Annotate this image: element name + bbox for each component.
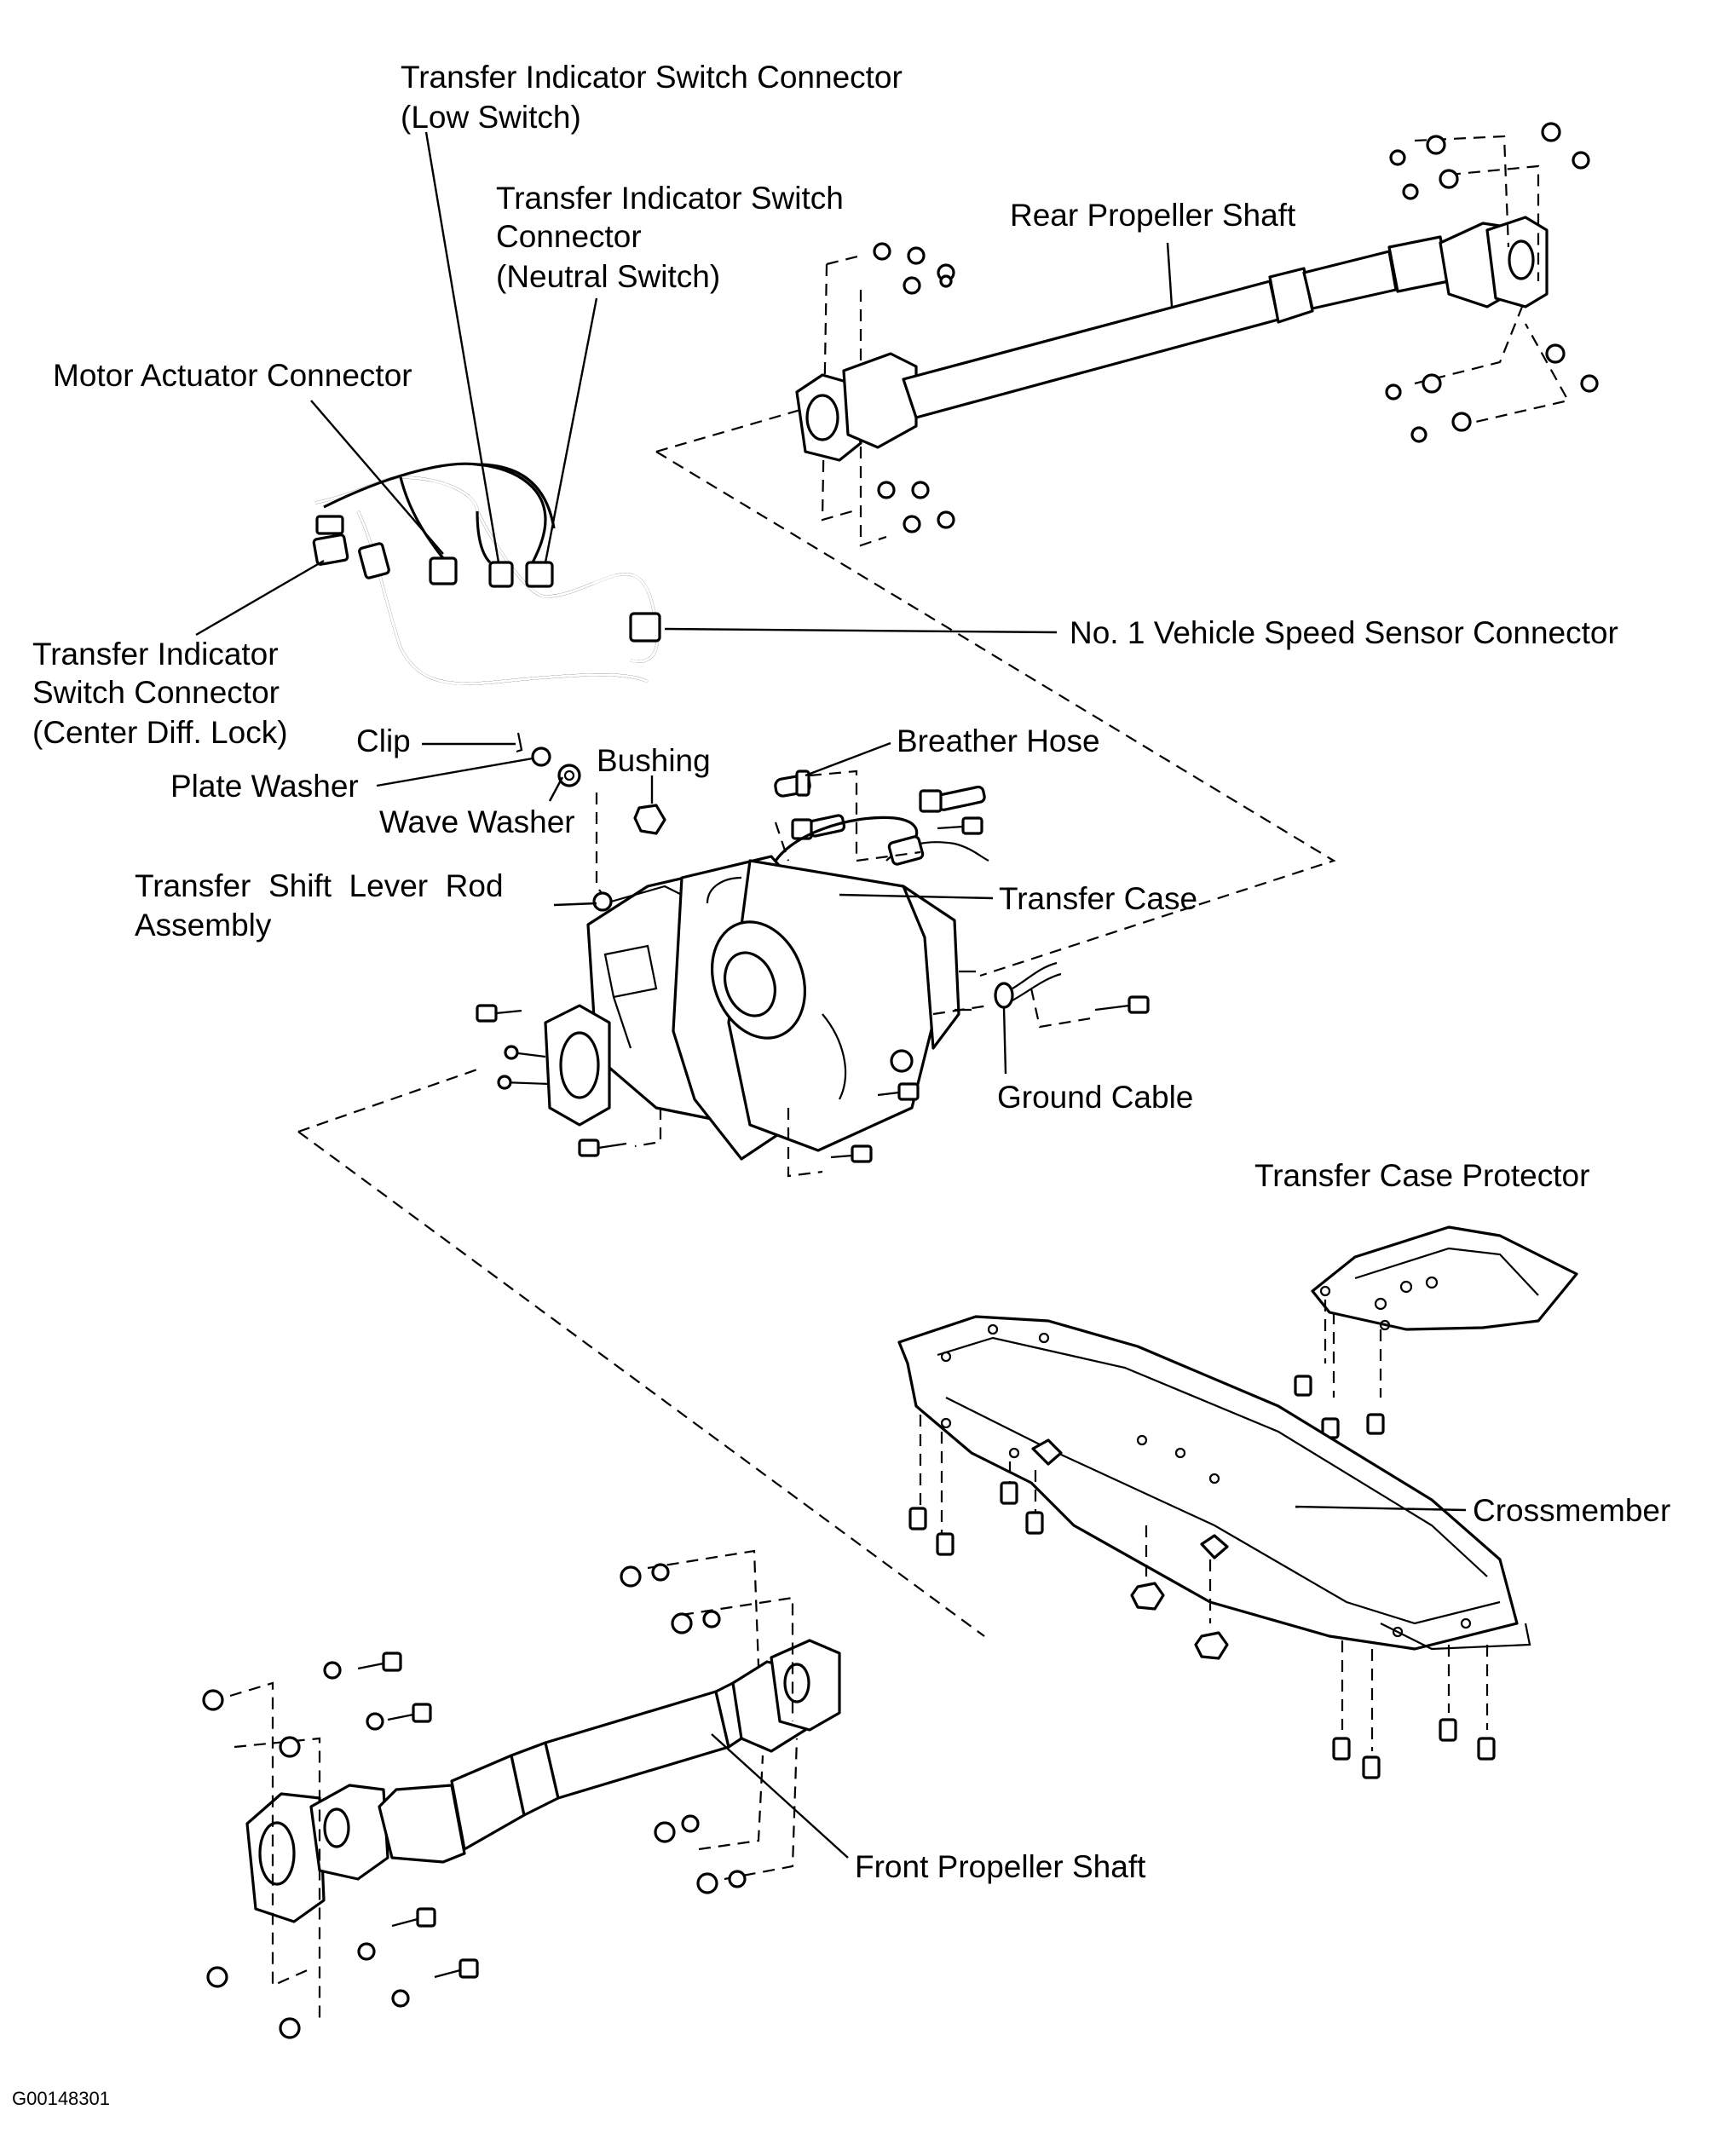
crossmember [897,1315,1531,1779]
label-transfer-case-protector: Transfer Case Protector [1254,1158,1589,1193]
speed-sensor-connector-plug [629,612,661,643]
label-rear-propeller-shaft: Rear Propeller Shaft [1010,198,1296,233]
label-motor-actuator-connector: Motor Actuator Connector [53,358,412,393]
bushing-part [633,804,666,835]
ground-cable-part [994,961,1062,1009]
label-breather-hose: Breather Hose [897,723,1100,758]
figure-id: G00148301 [12,2088,110,2109]
transfer-case-protector [1294,1225,1578,1439]
rear-shaft-bolts-right [1385,122,1599,443]
label-crossmember: Crossmember [1473,1493,1670,1528]
rear-propeller-shaft [795,122,1599,547]
clip-part [516,732,523,753]
breather-hose-assembly [770,770,989,870]
label-center-diff-connector-l3: (Center Diff. Lock) [32,715,288,750]
label-transfer-shift-lever-rod-l1: Transfer Shift Lever Rod [135,868,504,903]
label-neutral-switch-connector-l1: Transfer Indicator Switch [496,181,844,216]
label-low-switch-connector-l1: Transfer Indicator Switch Connector [401,60,903,95]
wave-washer-part [557,764,581,787]
leader-lines [195,131,1467,1859]
label-transfer-case: Transfer Case [999,881,1197,916]
label-neutral-switch-connector-l2: Connector [496,219,642,254]
label-neutral-switch-connector-l3: (Neutral Switch) [496,259,720,294]
alignment-lines [297,403,1336,1637]
callout-labels: Transfer Indicator Switch Connector (Low… [12,60,1670,2109]
label-low-switch-connector-l2: (Low Switch) [401,100,581,135]
neutral-switch-connector-plug [525,561,554,588]
plate-washer-part [531,747,551,767]
center-diff-connector-plug [312,533,349,566]
label-front-propeller-shaft: Front Propeller Shaft [855,1849,1146,1884]
wire-harness [312,462,661,685]
label-vehicle-speed-sensor-connector: No. 1 Vehicle Speed Sensor Connector [1070,615,1618,650]
label-center-diff-connector-l2: Switch Connector [32,675,280,710]
label-transfer-shift-lever-rod-l2: Assembly [135,908,272,943]
label-center-diff-connector-l1: Transfer Indicator [32,637,279,672]
label-clip: Clip [356,723,411,758]
label-plate-washer: Plate Washer [170,769,359,804]
label-ground-cable: Ground Cable [997,1080,1193,1115]
transfer-case [476,816,1150,1178]
rear-shaft-nuts-left [873,242,955,533]
front-shaft-fasteners [202,1563,747,2039]
low-switch-connector-plug [488,561,514,588]
crossmember-bolts [908,1415,1496,1779]
front-propeller-shaft [202,1549,841,2039]
transfer-case-bolts [476,816,1150,1178]
label-bushing: Bushing [597,743,711,778]
motor-actuator-connector-plug [429,556,458,585]
label-wave-washer: Wave Washer [379,804,575,839]
